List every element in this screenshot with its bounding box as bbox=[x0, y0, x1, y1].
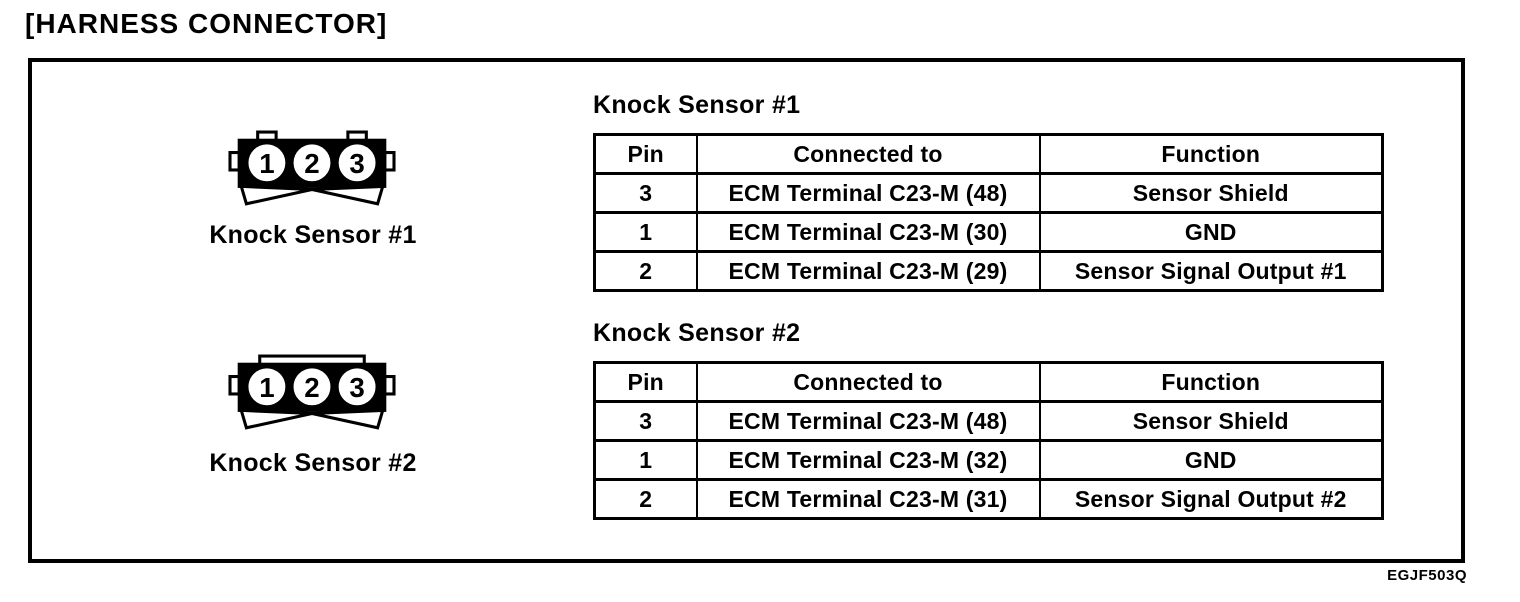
connected-to-cell: ECM Terminal C23-M (31) bbox=[695, 478, 1041, 520]
pin-cavity-1 bbox=[244, 364, 290, 410]
connected-to-cell: ECM Terminal C23-M (32) bbox=[695, 439, 1041, 481]
knock-sensor-2-connector-diagram: 1 2 3 bbox=[228, 354, 396, 430]
col-header-pin: Pin bbox=[593, 361, 698, 403]
connector-wing bbox=[311, 184, 385, 206]
connector-wing bbox=[239, 408, 313, 430]
pin-cell: 1 bbox=[593, 211, 698, 253]
col-header-connected-to: Connected to bbox=[695, 133, 1041, 175]
knock-sensor-2-pin-table: Pin Connected to Function 3 ECM Terminal… bbox=[593, 361, 1384, 520]
pin-number: 2 bbox=[304, 372, 319, 403]
function-cell: Sensor Signal Output #1 bbox=[1038, 250, 1384, 292]
pin-cell: 1 bbox=[593, 439, 698, 481]
col-header-connected-to: Connected to bbox=[695, 361, 1041, 403]
col-header-function: Function bbox=[1038, 361, 1384, 403]
connector-wing bbox=[311, 408, 385, 430]
pin-cell: 2 bbox=[593, 478, 698, 520]
knock-sensor-1-connector-diagram: 1 2 3 bbox=[228, 130, 396, 206]
connected-to-cell: ECM Terminal C23-M (48) bbox=[695, 400, 1041, 442]
function-cell: GND bbox=[1038, 211, 1384, 253]
table-row: 3 ECM Terminal C23-M (48) Sensor Shield bbox=[593, 400, 1384, 442]
pin-number: 1 bbox=[259, 148, 274, 179]
function-cell: Sensor Shield bbox=[1038, 172, 1384, 214]
function-cell: Sensor Shield bbox=[1038, 400, 1384, 442]
pin-cell: 2 bbox=[593, 250, 698, 292]
function-cell: Sensor Signal Output #2 bbox=[1038, 478, 1384, 520]
col-header-function: Function bbox=[1038, 133, 1384, 175]
pin-cavity-3 bbox=[334, 364, 380, 410]
pin-cavity-2 bbox=[289, 140, 335, 186]
knock-sensor-2-table-title: Knock Sensor #2 bbox=[593, 319, 801, 347]
knock-sensor-1-pin-table: Pin Connected to Function 3 ECM Terminal… bbox=[593, 133, 1384, 292]
table-row: 1 ECM Terminal C23-M (32) GND bbox=[593, 439, 1384, 481]
pin-number: 2 bbox=[304, 148, 319, 179]
knock-sensor-2-connector-label: Knock Sensor #2 bbox=[209, 449, 417, 477]
pin-cavity-1 bbox=[244, 140, 290, 186]
table-header-row: Pin Connected to Function bbox=[593, 133, 1384, 175]
col-header-pin: Pin bbox=[593, 133, 698, 175]
knock-sensor-1-connector-label: Knock Sensor #1 bbox=[209, 221, 417, 249]
knock-sensor-1-table-title: Knock Sensor #1 bbox=[593, 91, 801, 119]
connected-to-cell: ECM Terminal C23-M (48) bbox=[695, 172, 1041, 214]
pin-number: 3 bbox=[349, 372, 364, 403]
pin-cell: 3 bbox=[593, 400, 698, 442]
connected-to-cell: ECM Terminal C23-M (29) bbox=[695, 250, 1041, 292]
table-row: 2 ECM Terminal C23-M (31) Sensor Signal … bbox=[593, 478, 1384, 520]
pin-number: 1 bbox=[259, 372, 274, 403]
pin-cavity-2 bbox=[289, 364, 335, 410]
table-header-row: Pin Connected to Function bbox=[593, 361, 1384, 403]
figure-code: EGJF503Q bbox=[1387, 567, 1467, 584]
table-row: 2 ECM Terminal C23-M (29) Sensor Signal … bbox=[593, 250, 1384, 292]
connector-wing bbox=[239, 184, 313, 206]
page-title: [HARNESS CONNECTOR] bbox=[25, 8, 388, 39]
pin-number: 3 bbox=[349, 148, 364, 179]
pin-cavity-3 bbox=[334, 140, 380, 186]
function-cell: GND bbox=[1038, 439, 1384, 481]
table-row: 3 ECM Terminal C23-M (48) Sensor Shield bbox=[593, 172, 1384, 214]
table-row: 1 ECM Terminal C23-M (30) GND bbox=[593, 211, 1384, 253]
pin-cell: 3 bbox=[593, 172, 698, 214]
connected-to-cell: ECM Terminal C23-M (30) bbox=[695, 211, 1041, 253]
